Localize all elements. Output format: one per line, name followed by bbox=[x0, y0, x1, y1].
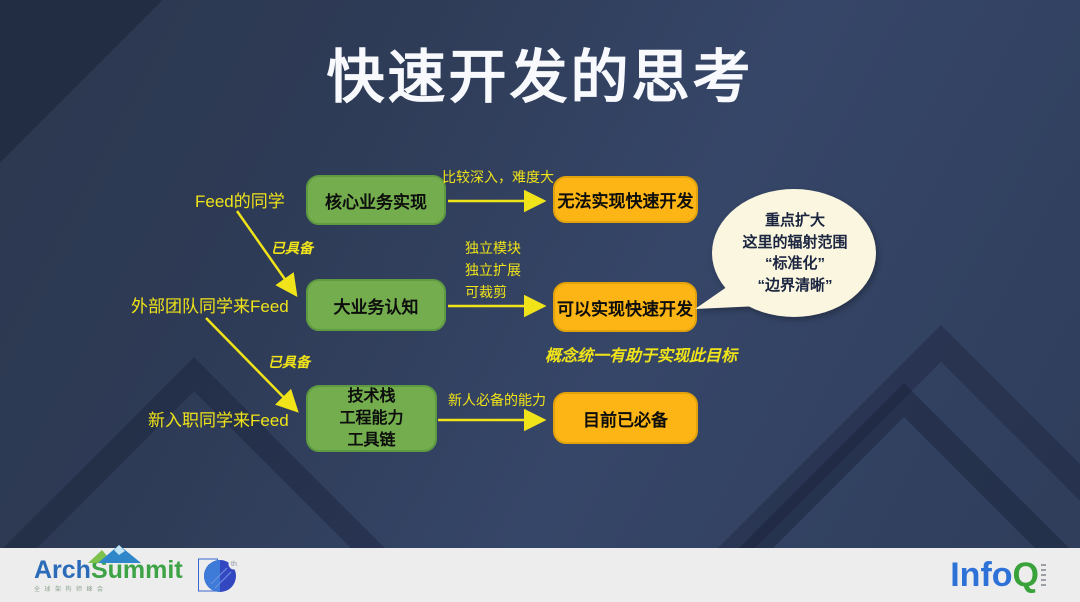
archsummit-logo: ArchSummit 全球架构师峰会 th bbox=[34, 544, 240, 595]
bubble-line: 重点扩大 bbox=[764, 212, 825, 229]
outcome-box-already-required: 目前已必备 bbox=[553, 392, 698, 444]
badge-suffix-text: th bbox=[231, 561, 237, 568]
infoq-name-part2: Q bbox=[1012, 556, 1039, 594]
actor-label-external-team: 外部团队同学来Feed bbox=[131, 297, 289, 316]
edge-label-acquired-1: 已具备 bbox=[271, 240, 313, 256]
capability-box-core-business: 核心业务实现 bbox=[306, 175, 446, 225]
anniversary-badge-icon: th bbox=[197, 558, 240, 592]
actor-label-feed-member: Feed的同学 bbox=[195, 192, 285, 211]
anniversary-badge: th bbox=[197, 555, 240, 595]
condition-label-row3: 新人必备的能力 bbox=[448, 392, 546, 408]
bubble-line: 这里的辐射范围 bbox=[742, 233, 848, 251]
speech-bubble-body bbox=[712, 189, 876, 317]
archsummit-wordmark: ArchSummit 全球架构师峰会 bbox=[34, 544, 183, 593]
edge-label-acquired-2: 已具备 bbox=[268, 354, 310, 370]
bubble-line: “标准化” bbox=[764, 255, 825, 272]
slide-title: 快速开发的思考 bbox=[326, 45, 754, 110]
infoq-name-part1: Info bbox=[950, 556, 1013, 594]
speech-bubble-text: 重点扩大 这里的辐射范围 “标准化” “边界清晰” bbox=[712, 210, 878, 296]
condition-label-row2: 独立模块 独立扩展 可裁剪 bbox=[465, 240, 521, 300]
speech-bubble bbox=[695, 189, 876, 317]
archsummit-tagline: 全球架构师峰会 bbox=[34, 586, 108, 593]
bubble-line: “边界清晰” bbox=[757, 276, 833, 294]
mountain-icon bbox=[88, 544, 141, 563]
infoq-cn-mark bbox=[1041, 564, 1046, 586]
archsummit-name-part1: Arch bbox=[34, 555, 91, 584]
outcome-box-can-rapid-dev: 可以实现快速开发 bbox=[553, 282, 697, 332]
condition-label-row1: 比较深入，难度大 bbox=[442, 169, 554, 185]
capability-box-big-picture: 大业务认知 bbox=[306, 279, 446, 331]
actor-label-new-hire: 新入职同学来Feed bbox=[148, 411, 289, 430]
note-concept-unification: 概念统一有助于实现此目标 bbox=[545, 348, 738, 365]
capability-box-tech-stack: 技术栈 工程能力 工具链 bbox=[306, 385, 437, 452]
outcome-box-cannot-rapid-dev: 无法实现快速开发 bbox=[553, 176, 698, 223]
